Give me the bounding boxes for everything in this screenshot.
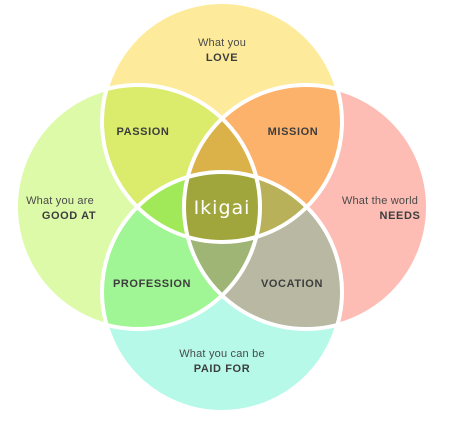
passion-label: PASSION <box>117 126 170 138</box>
circle-outlines <box>14 0 430 414</box>
paid-for-label-line1: What you can be <box>179 348 265 360</box>
profession-label: PROFESSION <box>113 278 191 290</box>
vocation-label: VOCATION <box>261 278 323 290</box>
mission-label: MISSION <box>268 126 319 138</box>
ikigai-label: Ikigai <box>194 197 251 219</box>
love-label-line2: LOVE <box>206 52 238 64</box>
needs-label-line2: NEEDS <box>380 210 421 222</box>
needs-label-line1: What the world <box>342 195 418 207</box>
overlap-good-needs-paid <box>184 172 260 329</box>
paid-for-label-line2: PAID FOR <box>194 363 251 375</box>
good-at-label-line1: What you are <box>26 195 94 207</box>
love-label-line1: What you <box>198 37 246 49</box>
good-at-label-line2: GOOD AT <box>42 210 96 222</box>
